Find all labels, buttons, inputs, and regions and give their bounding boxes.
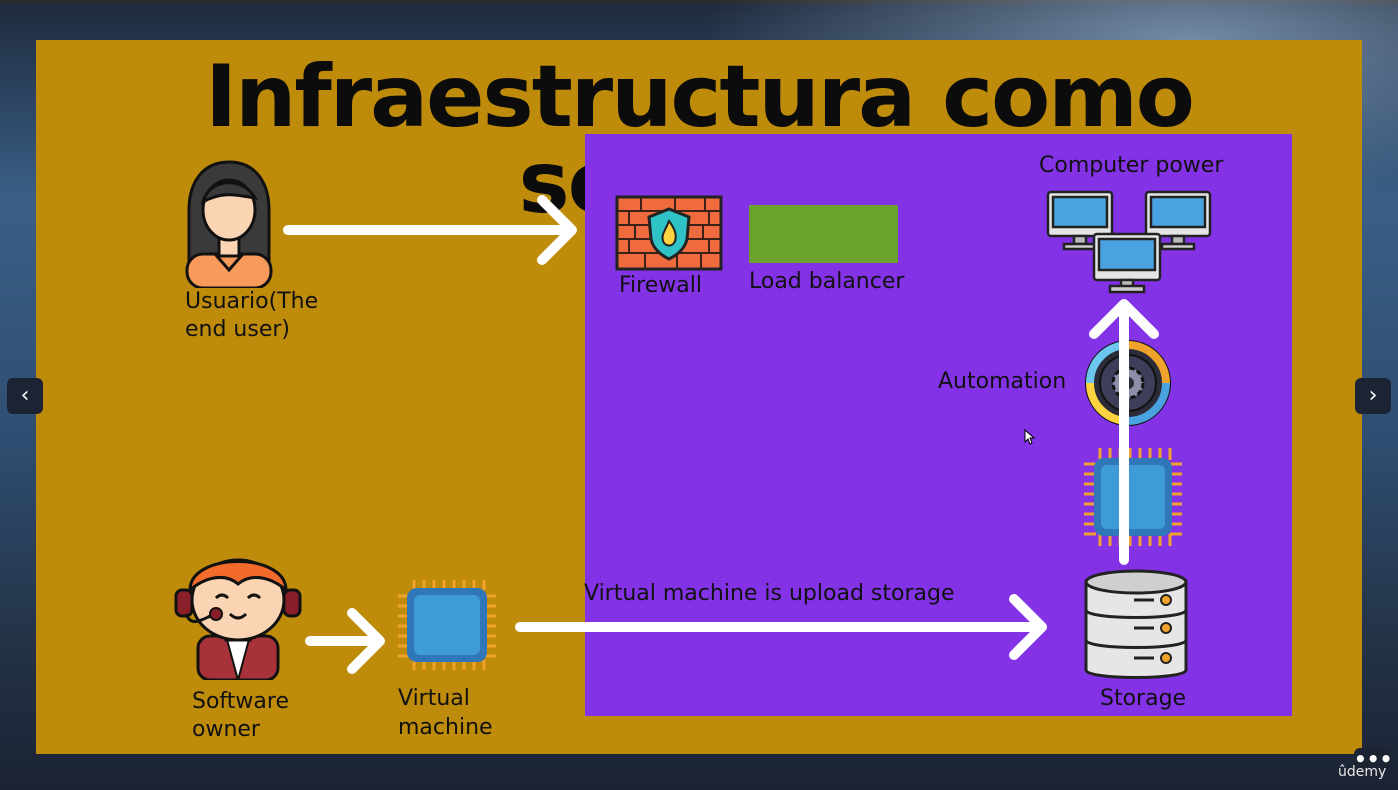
user-icon	[185, 160, 273, 288]
arrow-owner-to-vm	[305, 608, 385, 674]
owner-label-line2: owner	[192, 717, 260, 742]
load-balancer-label: Load balancer	[749, 269, 905, 294]
load-balancer-box	[749, 205, 898, 263]
database-icon	[1084, 569, 1188, 679]
storage-label: Storage	[1100, 686, 1187, 711]
next-slide-button[interactable]: ›	[1355, 378, 1391, 414]
slide: Infraestructura como servicio Usuario(Th…	[36, 40, 1362, 754]
computer-power-label: Computer power	[1039, 153, 1224, 178]
automation-label: Automation	[938, 369, 1067, 394]
cpu-chip-icon	[1084, 448, 1182, 546]
user-label-line1: Usuario(The	[185, 289, 319, 314]
arrow-user-to-firewall	[283, 195, 577, 265]
firewall-icon	[615, 195, 723, 271]
arrow-storage-to-computers	[1089, 299, 1159, 565]
vm-label-line1: Virtual	[398, 686, 470, 711]
mouse-cursor-icon	[1024, 429, 1036, 445]
firewall-label: Firewall	[619, 273, 702, 298]
monitor-icon	[1046, 190, 1212, 294]
vm-label-line2: machine	[398, 715, 493, 740]
prev-slide-button[interactable]: ‹	[7, 378, 43, 414]
user-label-line2: end user)	[185, 317, 291, 342]
owner-label-line1: Software	[192, 689, 289, 714]
more-options-button[interactable]: •••	[1354, 748, 1392, 778]
udemy-watermark: ûdemy	[1338, 764, 1387, 780]
arrow-vm-to-storage	[515, 594, 1047, 660]
arrows-layer	[283, 195, 1159, 674]
upload-storage-label: Virtual machine is upload storage	[584, 581, 955, 606]
support-agent-icon	[174, 558, 302, 680]
cpu-chip-icon	[398, 580, 496, 670]
